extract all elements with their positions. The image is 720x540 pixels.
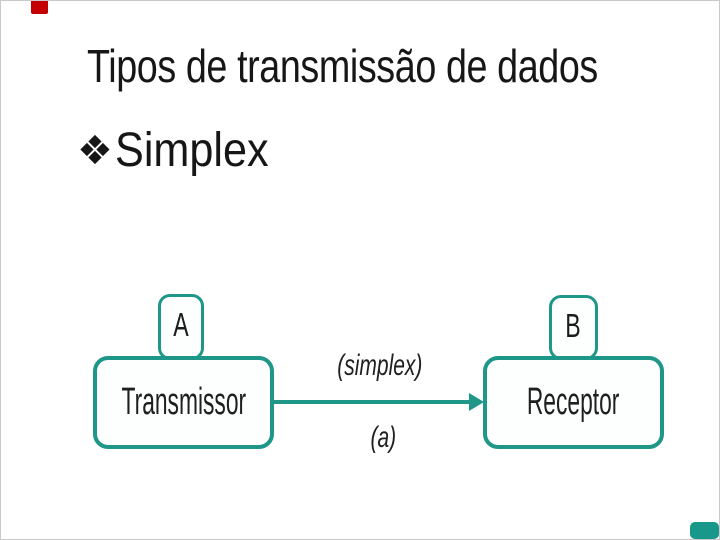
bullet-label: Simplex — [114, 124, 269, 177]
simplex-arrow-head-icon — [469, 393, 484, 411]
arrow-label-text: (simplex) — [337, 349, 423, 382]
receiver-box: Receptor — [483, 356, 664, 449]
transmitter-box: Transmissor — [93, 356, 274, 449]
node-b-label: B — [565, 306, 582, 344]
figure-caption-text: (a) — [370, 421, 396, 454]
node-b-box: B — [549, 295, 598, 360]
node-a-box: A — [158, 294, 204, 360]
diamond-bullet-icon: ❖ — [77, 128, 113, 174]
simplex-arrow-line — [273, 400, 471, 404]
slide-accent-teal-square — [690, 522, 719, 539]
arrow-label: (simplex) — [319, 350, 439, 382]
slide-title: Tipos de transmissão de dados — [87, 40, 598, 92]
figure-caption: (a) — [323, 422, 443, 454]
receiver-label: Receptor — [527, 381, 620, 423]
node-a-label: A — [173, 306, 189, 343]
transmitter-label: Transmissor — [121, 381, 246, 423]
bullet-item-simplex: ❖ Simplex — [77, 125, 286, 177]
slide-accent-red-square — [31, 1, 48, 14]
